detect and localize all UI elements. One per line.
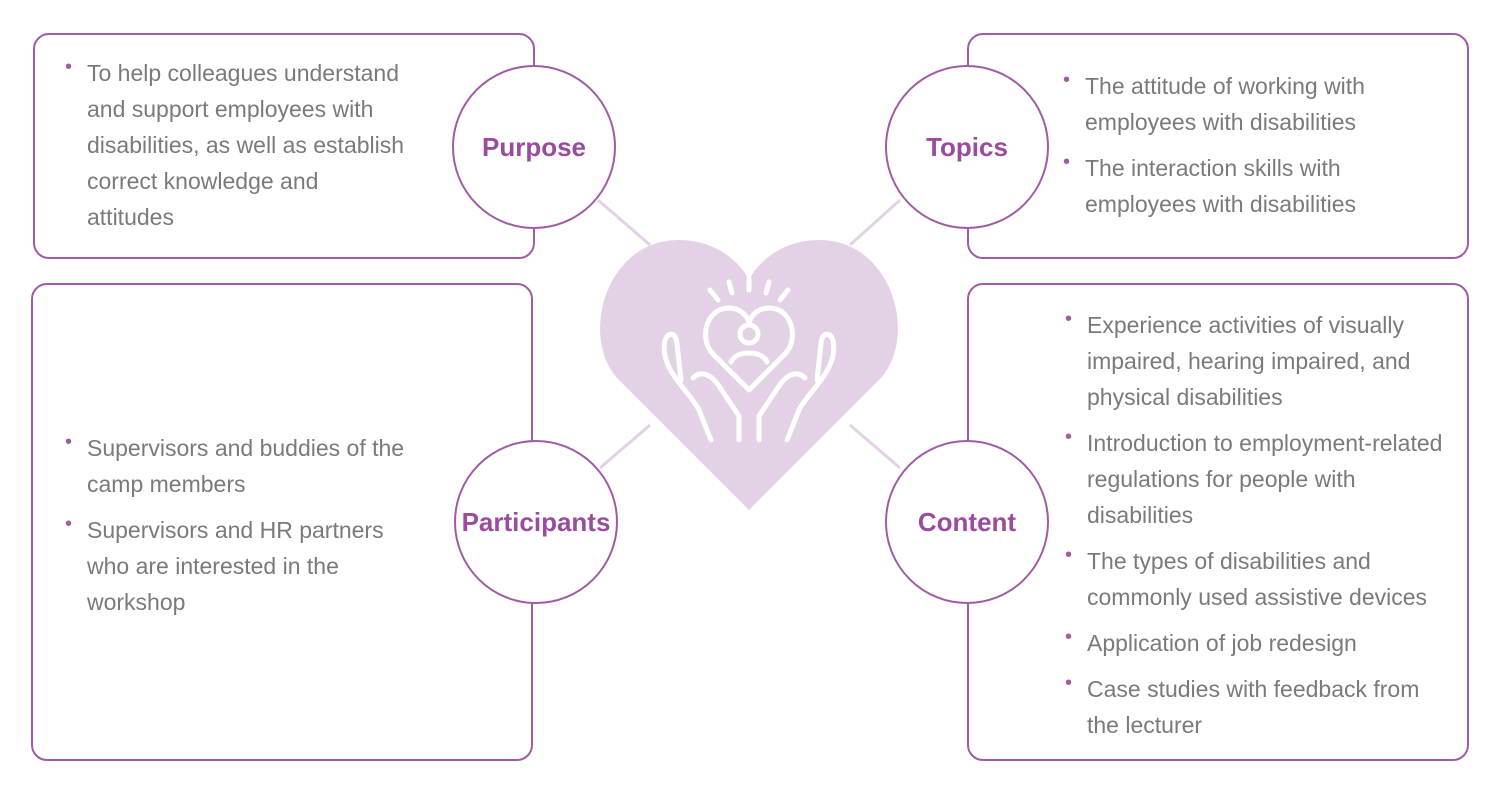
topics-label: Topics [926,131,1008,162]
connector-topics [848,198,902,247]
content-circle: Content [885,440,1049,604]
content-item: Introduction to employment-related regul… [1065,419,1450,533]
participants-item: Supervisors and buddies of the camp memb… [65,424,420,502]
content-list: Experience activities of visually impair… [1065,301,1450,753]
topics-list: The attitude of working with employees w… [1063,62,1433,232]
purpose-circle: Purpose [452,65,616,229]
connector-content [849,423,901,470]
participants-label: Participants [461,506,611,537]
content-label: Content [917,506,1017,537]
heart-in-hands-icon [600,240,898,510]
participants-list: Supervisors and buddies of the camp memb… [65,424,420,630]
content-item: Case studies with feedback from the lect… [1065,665,1450,743]
content-item: The types of disabilities and commonly u… [1065,537,1450,615]
heart-shape [600,240,898,510]
content-item: Application of job redesign [1065,619,1450,661]
connector-participants [599,423,651,470]
purpose-label: Purpose [481,131,587,162]
topics-circle: Topics [885,65,1049,229]
connector-purpose [597,198,651,247]
topics-item: The attitude of working with employees w… [1063,62,1433,140]
participants-circle: Participants [454,440,618,604]
content-item: Experience activities of visually impair… [1065,301,1450,415]
purpose-item: To help colleagues understand and suppor… [65,49,410,235]
participants-item: Supervisors and HR partners who are inte… [65,506,420,620]
topics-item: The interaction skills with employees wi… [1063,144,1433,222]
purpose-list: To help colleagues understand and suppor… [65,49,410,245]
